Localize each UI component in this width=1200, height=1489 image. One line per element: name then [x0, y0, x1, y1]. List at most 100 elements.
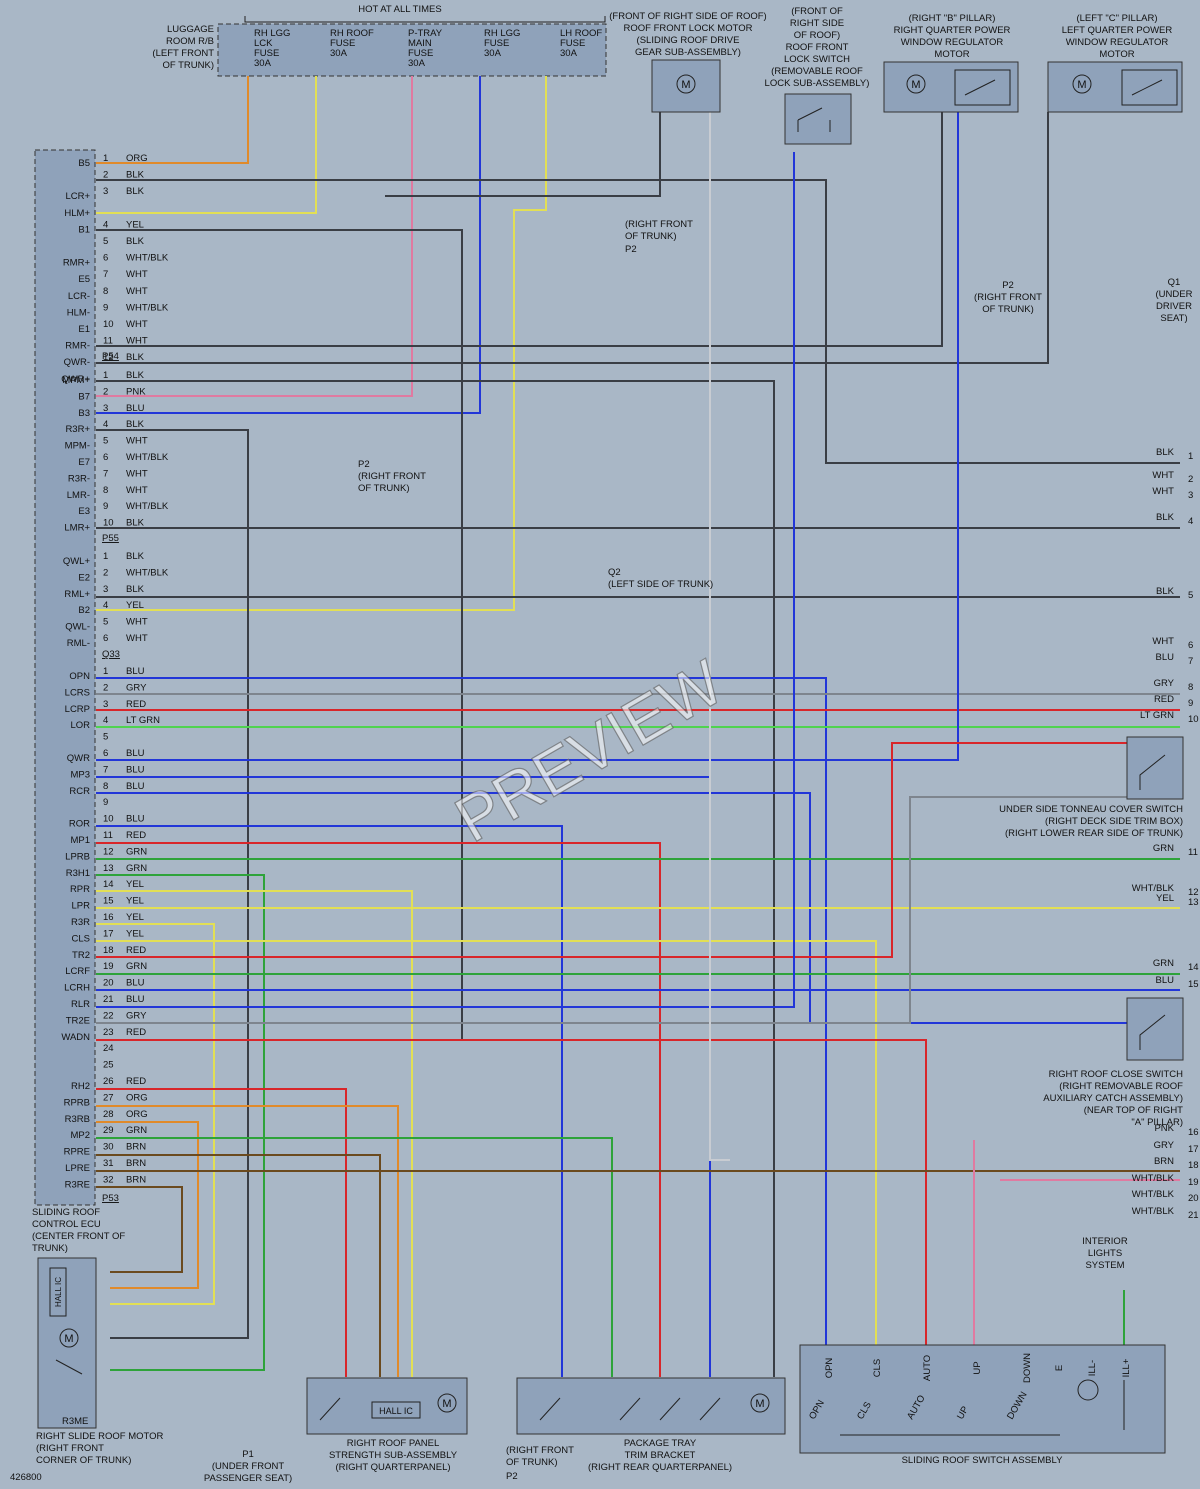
close-label-2: (RIGHT REMOVABLE ROOF — [1059, 1081, 1183, 1092]
ecu-terminal: QWL- — [65, 622, 90, 633]
ecu-wire-color: GRY — [126, 1010, 147, 1021]
wire-blu — [96, 76, 481, 414]
right-edge-pin: 13 — [1188, 897, 1199, 908]
ecu-pin: 5 — [103, 617, 108, 628]
gnd-p2d-3: P2 — [506, 1471, 518, 1482]
fuse-0-line-0: RH LGG — [254, 28, 290, 39]
wire-yel — [96, 940, 877, 1345]
ecu-wire-color: WHT — [126, 269, 148, 280]
switch-assembly-body — [799, 1344, 1166, 1454]
ecu-terminal: LCRP — [65, 704, 90, 715]
ecu-terminal: QWR+ — [61, 374, 90, 385]
ecu-terminal: RPRE — [64, 1147, 90, 1158]
right-edge-color: WHT/BLK — [1132, 1173, 1175, 1184]
ecu-name-2: CONTROL ECU — [32, 1219, 101, 1230]
ecu-wire-color: BLU — [126, 814, 145, 825]
right-edge-color: LT GRN — [1140, 710, 1174, 721]
gnd-p1-2: (UNDER FRONT — [212, 1461, 284, 1472]
tonneau-switch-body — [1126, 736, 1184, 800]
close-switch-body — [1126, 997, 1184, 1061]
ecu-wire-color: BLU — [126, 748, 145, 759]
gnd-q1-4: SEAT) — [1160, 313, 1187, 324]
ecu-wire-color: BLU — [126, 764, 145, 775]
ecu-terminal: HLM+ — [64, 208, 90, 219]
ecu-wire-color: WHT — [126, 485, 148, 496]
grounds: P2 (RIGHT FRONT OF TRUNK) P2 (RIGHT FRON… — [204, 219, 1193, 1484]
ecu-pin: 2 — [103, 567, 108, 578]
right-edge-pin: 16 — [1188, 1127, 1199, 1138]
ecu-pin: 10 — [103, 319, 114, 330]
ecu-terminal: R3RE — [65, 1179, 90, 1190]
ecu-wire-color: BRN — [126, 1174, 146, 1185]
right-edge-color: WHT/BLK — [1132, 883, 1175, 894]
right-edge-color: BLK — [1156, 512, 1175, 523]
ecu-terminal: RML- — [67, 638, 90, 649]
ecu-pin: 1 — [103, 666, 108, 677]
switch-terminal: CLS — [872, 1359, 883, 1377]
right-edge-color: BLK — [1156, 447, 1175, 458]
ecu-terminal: LMR+ — [64, 523, 90, 534]
slide-motor-label-3: CORNER OF TRUNK) — [36, 1455, 131, 1466]
ecu-pin: 20 — [103, 978, 114, 989]
right-edge-connector: 1BLK2WHT3WHT4BLK5BLK6WHT7BLU8GRY9RED10LT… — [1132, 447, 1199, 1221]
fuse-2-line-1: MAIN — [408, 38, 432, 49]
ecu-wire-color: RED — [126, 945, 146, 956]
gnd-p1-1: P1 — [242, 1449, 254, 1460]
ecu-terminal: QWR- — [64, 357, 90, 368]
b-pillar-motor-symbol — [906, 74, 926, 94]
ecu-pin: 4 — [103, 219, 108, 230]
ecu-pin: 7 — [103, 764, 108, 775]
panel-label-1: RIGHT ROOF PANEL — [347, 1438, 440, 1449]
package-tray-assembly: M PACKAGE TRAY TRIM BRACKET (RIGHT REAR … — [516, 1377, 786, 1473]
ill-lamp — [1077, 1379, 1099, 1401]
ecu-terminal: MPM+ — [62, 375, 90, 386]
wire-blu — [96, 112, 959, 761]
ecu-pin: 1 — [103, 551, 108, 562]
conn-p54: P54 — [102, 351, 119, 362]
tonneau-label-1: UNDER SIDE TONNEAU COVER SWITCH — [999, 804, 1183, 815]
ecu-terminal: E7 — [78, 457, 90, 468]
right-edge-pin: 12 — [1188, 887, 1199, 898]
ecu-wire-color: PNK — [126, 386, 146, 397]
lock-switch-label-2: RIGHT SIDE — [790, 18, 844, 29]
right-edge-pin: 3 — [1188, 490, 1193, 501]
ecu-terminal: TR2E — [66, 1015, 90, 1026]
lock-switch-label-7: LOCK SUB-ASSEMBLY) — [765, 78, 870, 89]
ecu-terminal: LCR- — [68, 291, 90, 302]
gnd-p2c-1: P2 — [1002, 280, 1014, 291]
right-edge-pin: 4 — [1188, 516, 1193, 527]
switch-assembly-label: SLIDING ROOF SWITCH ASSEMBLY — [902, 1455, 1063, 1466]
ecu-pin: 24 — [103, 1043, 114, 1054]
ecu-pin: 3 — [103, 584, 108, 595]
slide-motor-symbol — [59, 1328, 79, 1348]
ecu-pin: 5 — [103, 236, 108, 247]
ecu-terminal: RCR — [69, 786, 90, 797]
ecu-terminal: RMR+ — [63, 258, 91, 269]
panel-body — [306, 1377, 468, 1435]
panel-hallic-text: HALL IC — [379, 1406, 413, 1416]
ecu-terminal: QWR — [67, 753, 90, 764]
wire-brn — [96, 1154, 381, 1377]
ecu-pin: 10 — [103, 518, 114, 529]
wire-grn — [96, 1137, 613, 1377]
ecu-terminal: E3 — [78, 506, 90, 517]
ecu-pin: 4 — [103, 600, 108, 611]
fuse-0-line-1: LCK — [254, 38, 273, 49]
wire-gry — [96, 796, 1127, 1024]
switch-terminal: OPN — [824, 1358, 835, 1379]
tonneau-label-2: (RIGHT DECK SIDE TRIM BOX) — [1045, 816, 1183, 827]
panel-label-3: (RIGHT QUARTERPANEL) — [335, 1462, 450, 1473]
panel-motor-symbol — [437, 1393, 457, 1413]
roof-panel-assembly: HALL IC M RIGHT ROOF PANEL STRENGTH SUB-… — [306, 1377, 468, 1473]
lock-motor-label-3: (SLIDING ROOF DRIVE — [637, 35, 740, 46]
ecu-terminal: E1 — [78, 324, 90, 335]
fuse-1-line-0: RH ROOF — [330, 28, 374, 39]
ecu-pin: 3 — [103, 403, 108, 414]
ecu-terminal: R3H1 — [66, 868, 90, 879]
panel-hallic — [371, 1401, 421, 1419]
ecu-pin: 9 — [103, 501, 108, 512]
ecu-wire-color: BLK — [126, 551, 145, 562]
ecu-wire-color: BLU — [126, 666, 145, 677]
